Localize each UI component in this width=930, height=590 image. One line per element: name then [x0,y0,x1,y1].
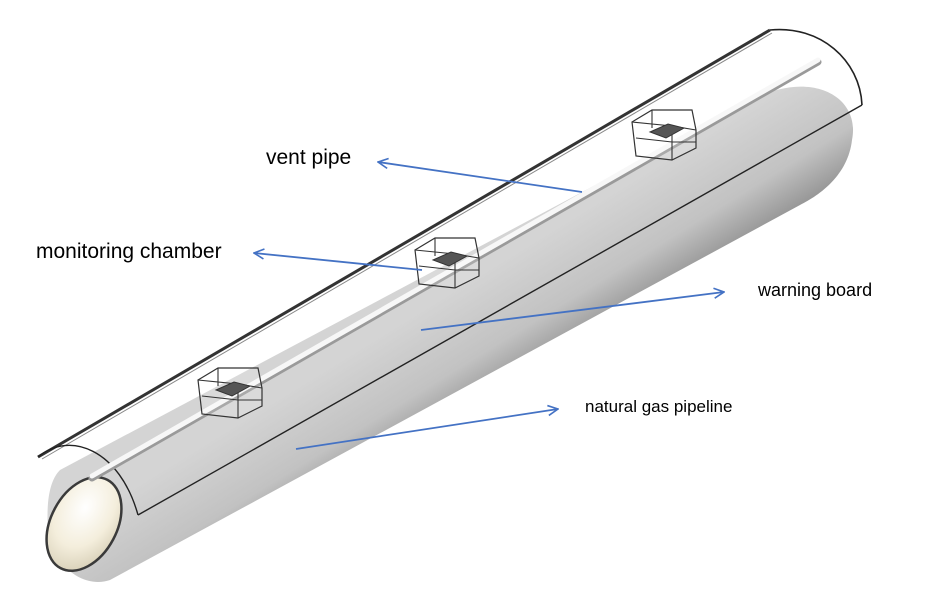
label-vent-pipe: vent pipe [266,146,352,169]
warning-board-top-edge-inner [41,32,773,460]
warning-board [37,28,863,516]
label-natural-gas-pipeline: natural gas pipeline [585,397,733,416]
warning-board-bottom-edge [137,104,863,516]
monitoring-chamber-3 [631,109,697,161]
warning-board-end-arc [769,28,863,106]
warning-board-top-edge [37,28,771,459]
natural-gas-pipeline [45,86,854,582]
arrow-warning-board [420,292,724,331]
monitoring-chamber-1 [197,367,263,419]
arrow-monitoring-chamber [254,253,423,271]
label-warning-board: warning board [758,280,873,300]
arrow-natural-gas-pipeline [295,409,558,450]
warning-board-front-arc [37,444,139,516]
arrow-vent-pipe [378,162,583,193]
pipe-opening [45,475,123,573]
monitoring-chamber-2 [414,237,480,289]
pipe-body [47,86,854,582]
label-monitoring-chamber: monitoring chamber [36,240,222,263]
